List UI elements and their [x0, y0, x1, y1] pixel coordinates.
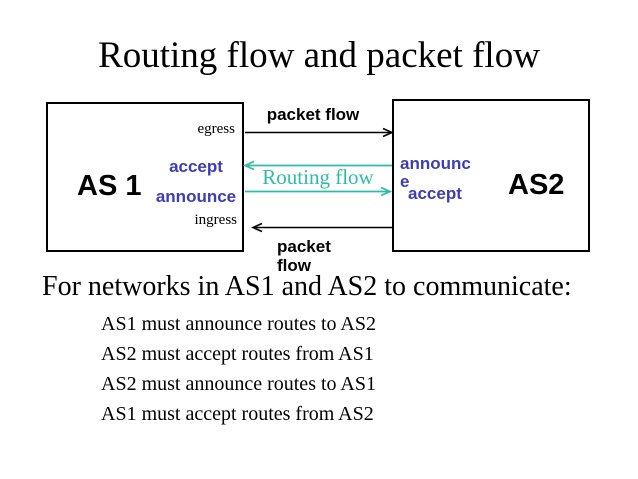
as1-announce-label: announce	[155, 187, 237, 206]
packet-flow-top-label: packet flow	[266, 105, 360, 124]
as1-label: AS 1	[77, 170, 142, 202]
as2-announce-label-line1: announc	[400, 154, 471, 173]
as2-announce-label-line2: e	[400, 172, 410, 191]
as2-label: AS2	[508, 169, 565, 201]
as1-egress-label: egress	[197, 121, 236, 137]
packet-flow-left-arrow	[251, 222, 392, 233]
as1-accept-label: accept	[169, 157, 223, 176]
packet-flow-bottom-label-line2: flow	[277, 256, 311, 275]
bullet-line: AS1 must accept routes from AS2	[101, 403, 374, 425]
body-heading: For networks in AS1 and AS2 to communica…	[42, 271, 572, 302]
as2-accept-label: accept	[408, 184, 462, 203]
packet-flow-bottom-label-line1: packet	[277, 237, 331, 256]
bullet-line: AS1 must announce routes to AS2	[101, 313, 376, 335]
slide-title: Routing flow and packet flow	[98, 35, 540, 76]
packet-flow-right-arrow	[245, 127, 394, 138]
bullet-line: AS2 must accept routes from AS1	[101, 343, 374, 365]
as1-ingress-label: ingress	[194, 212, 238, 228]
bullet-line: AS2 must announce routes to AS1	[101, 373, 376, 395]
routing-flow-label: Routing flow	[262, 165, 374, 189]
as2-box	[392, 99, 590, 252]
packet-flow-bottom-label: packet flow	[277, 237, 331, 275]
as1-box	[46, 102, 244, 252]
bullet-list: AS1 must announce routes to AS2 AS2 must…	[101, 309, 376, 429]
